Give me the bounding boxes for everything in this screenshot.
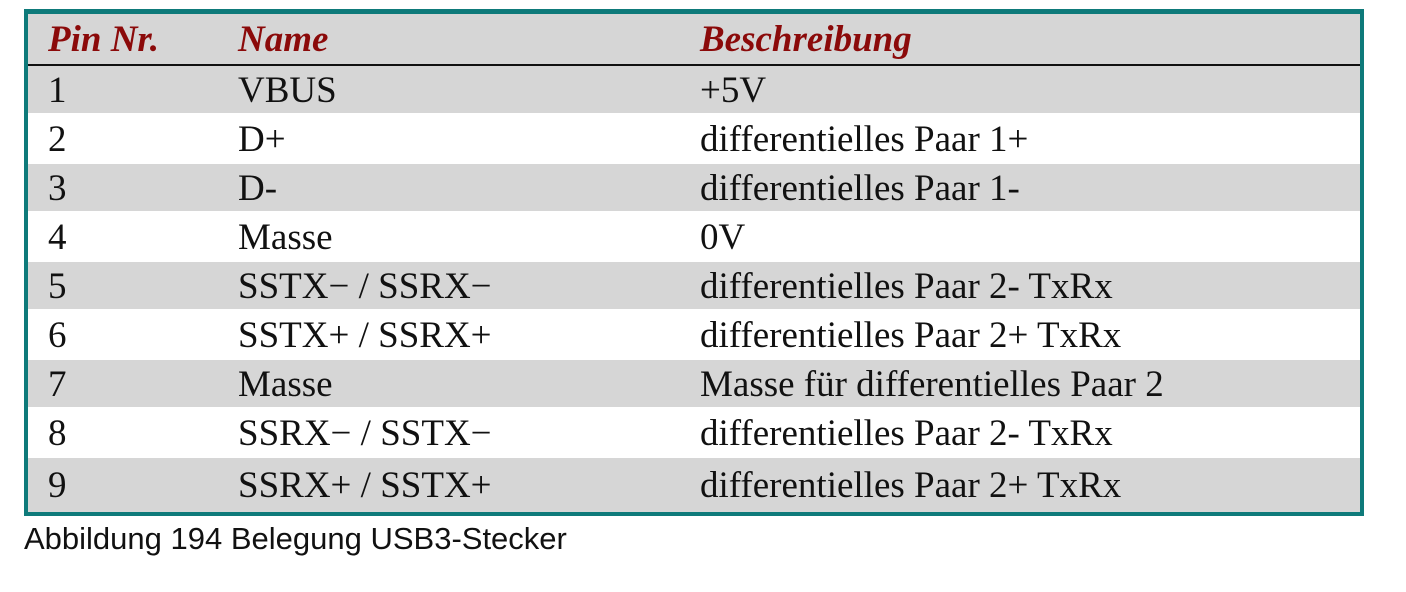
- row-separator: [28, 407, 1360, 409]
- pin-name: SSRX− / SSTX−: [238, 413, 492, 454]
- pin-table: Pin Nr. Name Beschreibung 1 VBUS +5V 2 D…: [24, 9, 1364, 516]
- pin-number: 1: [48, 70, 67, 111]
- pin-description: +5V: [700, 70, 767, 111]
- table-row: 3 D- differentielles Paar 1-: [28, 164, 1360, 213]
- row-separator: [28, 113, 1360, 115]
- table-row: 7 Masse Masse für differentielles Paar 2: [28, 360, 1360, 409]
- pin-name: SSTX− / SSRX−: [238, 266, 492, 307]
- table-row: 8 SSRX− / SSTX− differentielles Paar 2- …: [28, 409, 1360, 458]
- table-row: 6 SSTX+ / SSRX+ differentielles Paar 2+ …: [28, 311, 1360, 360]
- row-separator: [28, 309, 1360, 311]
- pin-description: differentielles Paar 1-: [700, 168, 1020, 209]
- row-separator: [28, 211, 1360, 213]
- header-pin-nr: Pin Nr.: [48, 18, 160, 60]
- pin-description: differentielles Paar 2- TxRx: [700, 266, 1113, 307]
- table-row: 5 SSTX− / SSRX− differentielles Paar 2- …: [28, 262, 1360, 311]
- pin-description: Masse für differentielles Paar 2: [700, 364, 1164, 405]
- pin-description: 0V: [700, 217, 746, 258]
- pin-number: 8: [48, 413, 67, 454]
- pin-description: differentielles Paar 2+ TxRx: [700, 315, 1122, 356]
- table-row: 4 Masse 0V: [28, 213, 1360, 262]
- pin-name: SSTX+ / SSRX+: [238, 315, 492, 356]
- pin-number: 4: [48, 217, 67, 258]
- header-beschreibung: Beschreibung: [700, 18, 912, 60]
- table-header-row: Pin Nr. Name Beschreibung: [28, 14, 1360, 66]
- figure-caption: Abbildung 194 Belegung USB3-Stecker: [24, 521, 567, 556]
- pin-number: 7: [48, 364, 67, 405]
- table-row: 1 VBUS +5V: [28, 66, 1360, 115]
- pin-number: 9: [48, 464, 67, 506]
- pin-number: 5: [48, 266, 67, 307]
- pin-number: 2: [48, 119, 67, 160]
- pin-number: 6: [48, 315, 67, 356]
- pin-number: 3: [48, 168, 67, 209]
- pin-name: VBUS: [238, 70, 337, 111]
- pin-name: SSRX+ / SSTX+: [238, 464, 492, 506]
- pin-name: D-: [238, 168, 278, 209]
- table-row: 2 D+ differentielles Paar 1+: [28, 115, 1360, 164]
- pin-description: differentielles Paar 1+: [700, 119, 1029, 160]
- header-name: Name: [238, 18, 329, 60]
- pin-description: differentielles Paar 2- TxRx: [700, 413, 1113, 454]
- table-row: 9 SSRX+ / SSTX+ differentielles Paar 2+ …: [28, 458, 1360, 512]
- pin-name: D+: [238, 119, 286, 160]
- pin-name: Masse: [238, 217, 333, 258]
- pin-description: differentielles Paar 2+ TxRx: [700, 464, 1122, 506]
- pin-name: Masse: [238, 364, 333, 405]
